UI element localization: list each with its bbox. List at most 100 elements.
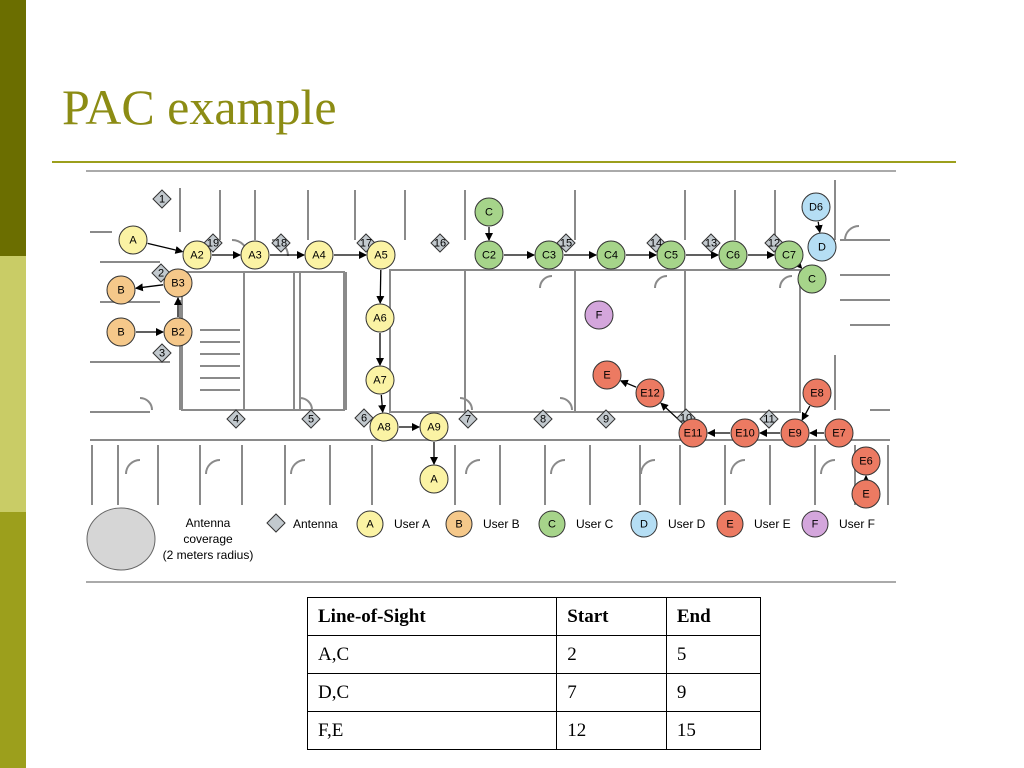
user-position-label: C7 xyxy=(782,250,796,262)
coverage-legend-label: coverage xyxy=(183,532,233,546)
antenna-icon: 9 xyxy=(596,409,616,429)
coverage-circle-icon xyxy=(86,507,156,571)
route-arrow xyxy=(814,221,823,234)
user-position-label: D xyxy=(818,242,826,254)
user-position-node: C6 xyxy=(718,240,748,270)
user-position-node: B xyxy=(106,275,136,305)
column-header-end: End xyxy=(665,597,762,636)
user-position-node: E10 xyxy=(730,418,760,448)
user-legend-glyph: B xyxy=(455,519,462,531)
user-legend-label: User A xyxy=(394,517,430,531)
antenna-label: 9 xyxy=(603,414,609,426)
user-position-node: B3 xyxy=(163,268,193,298)
antenna-label: 16 xyxy=(434,238,446,250)
route-arrow xyxy=(147,242,184,254)
column-header-start: Start xyxy=(556,597,667,636)
user-position-label: A6 xyxy=(373,313,386,325)
user-legend-marker-icon xyxy=(538,510,566,538)
table-cell: A,C xyxy=(306,635,558,674)
user-position-label: A xyxy=(430,474,438,486)
user-position-node: E9 xyxy=(780,418,810,448)
antenna-label: 18 xyxy=(275,238,287,250)
antenna-icon: 18 xyxy=(271,233,291,253)
user-position-node: B xyxy=(106,317,136,347)
user-position-node: E11 xyxy=(678,418,708,448)
user-position-label: B3 xyxy=(171,278,184,290)
antenna-legend-icon xyxy=(266,513,286,533)
user-position-node: C7 xyxy=(774,240,804,270)
antenna-label: 19 xyxy=(207,238,219,250)
route-arrow xyxy=(619,379,637,388)
user-position-label: C xyxy=(808,274,816,286)
user-position-label: C4 xyxy=(604,250,618,262)
antenna-label: 12 xyxy=(768,238,780,250)
user-position-label: E7 xyxy=(832,428,845,440)
user-position-node: C xyxy=(474,197,504,227)
antenna-label: 3 xyxy=(159,348,165,360)
line-of-sight-table: Line-of-Sight Start End A,C 2 5 D,C 7 9 … xyxy=(306,597,762,750)
table-cell: 15 xyxy=(665,711,762,750)
antenna-label: 4 xyxy=(233,414,239,426)
table-cell: 12 xyxy=(556,711,667,750)
route-arrow xyxy=(378,394,387,414)
user-position-node: E xyxy=(851,479,881,509)
table-cell: 5 xyxy=(665,635,762,674)
user-position-node: A6 xyxy=(365,303,395,333)
user-position-node: E7 xyxy=(824,418,854,448)
user-position-label: F xyxy=(596,310,603,322)
user-position-label: A xyxy=(129,235,137,247)
antenna-icon: 11 xyxy=(759,409,779,429)
antenna-label: 15 xyxy=(560,238,572,250)
user-position-label: E10 xyxy=(735,428,755,440)
user-legend-marker-icon xyxy=(445,510,473,538)
coverage-legend-label: (2 meters radius) xyxy=(163,548,254,562)
user-legend-label: User B xyxy=(483,517,520,531)
user-position-label: E9 xyxy=(788,428,801,440)
antenna-icon: 7 xyxy=(458,409,478,429)
antenna-label: 7 xyxy=(465,414,471,426)
antenna-icon: 16 xyxy=(430,233,450,253)
user-position-label: C5 xyxy=(664,250,678,262)
antenna-icon: 1 xyxy=(152,189,172,209)
user-position-label: B2 xyxy=(171,327,184,339)
antenna-label: 5 xyxy=(308,414,314,426)
user-legend-glyph: A xyxy=(366,519,374,531)
antenna-icon: 15 xyxy=(556,233,576,253)
antenna-label: 14 xyxy=(650,238,662,250)
antenna-icon: 17 xyxy=(356,233,376,253)
antenna-icon: 13 xyxy=(701,233,721,253)
table-row: D,C 7 9 xyxy=(306,673,762,712)
user-position-label: C xyxy=(485,207,493,219)
user-position-label: E xyxy=(862,489,869,501)
user-position-node: A8 xyxy=(369,412,399,442)
user-position-label: C6 xyxy=(726,250,740,262)
route-arrow xyxy=(801,405,811,421)
user-legend-item: A User A xyxy=(356,510,430,538)
user-position-label: A7 xyxy=(373,375,386,387)
antenna-icon: 19 xyxy=(203,233,223,253)
user-position-label: C2 xyxy=(482,250,496,262)
antenna-legend: Antenna xyxy=(266,513,338,533)
column-header-line-of-sight: Line-of-Sight xyxy=(306,597,558,636)
table-header-row: Line-of-Sight Start End xyxy=(306,597,762,636)
user-position-node: A5 xyxy=(366,240,396,270)
user-position-label: A3 xyxy=(248,250,261,262)
user-legend-glyph: D xyxy=(640,519,648,531)
user-position-node: A7 xyxy=(365,365,395,395)
user-position-node: E6 xyxy=(851,446,881,476)
user-position-label: A5 xyxy=(374,250,387,262)
antenna-icon: 6 xyxy=(354,408,374,428)
user-position-node: C5 xyxy=(656,240,686,270)
antenna-icon: 5 xyxy=(301,409,321,429)
route-arrow xyxy=(376,269,385,304)
floor-plan-walls xyxy=(90,180,890,505)
antenna-label: 17 xyxy=(360,238,372,250)
antenna-label: 8 xyxy=(540,414,546,426)
user-position-node: A xyxy=(419,464,449,494)
antenna-label: 11 xyxy=(763,414,774,426)
user-position-label: E11 xyxy=(684,428,703,440)
user-position-node: D xyxy=(807,232,837,262)
